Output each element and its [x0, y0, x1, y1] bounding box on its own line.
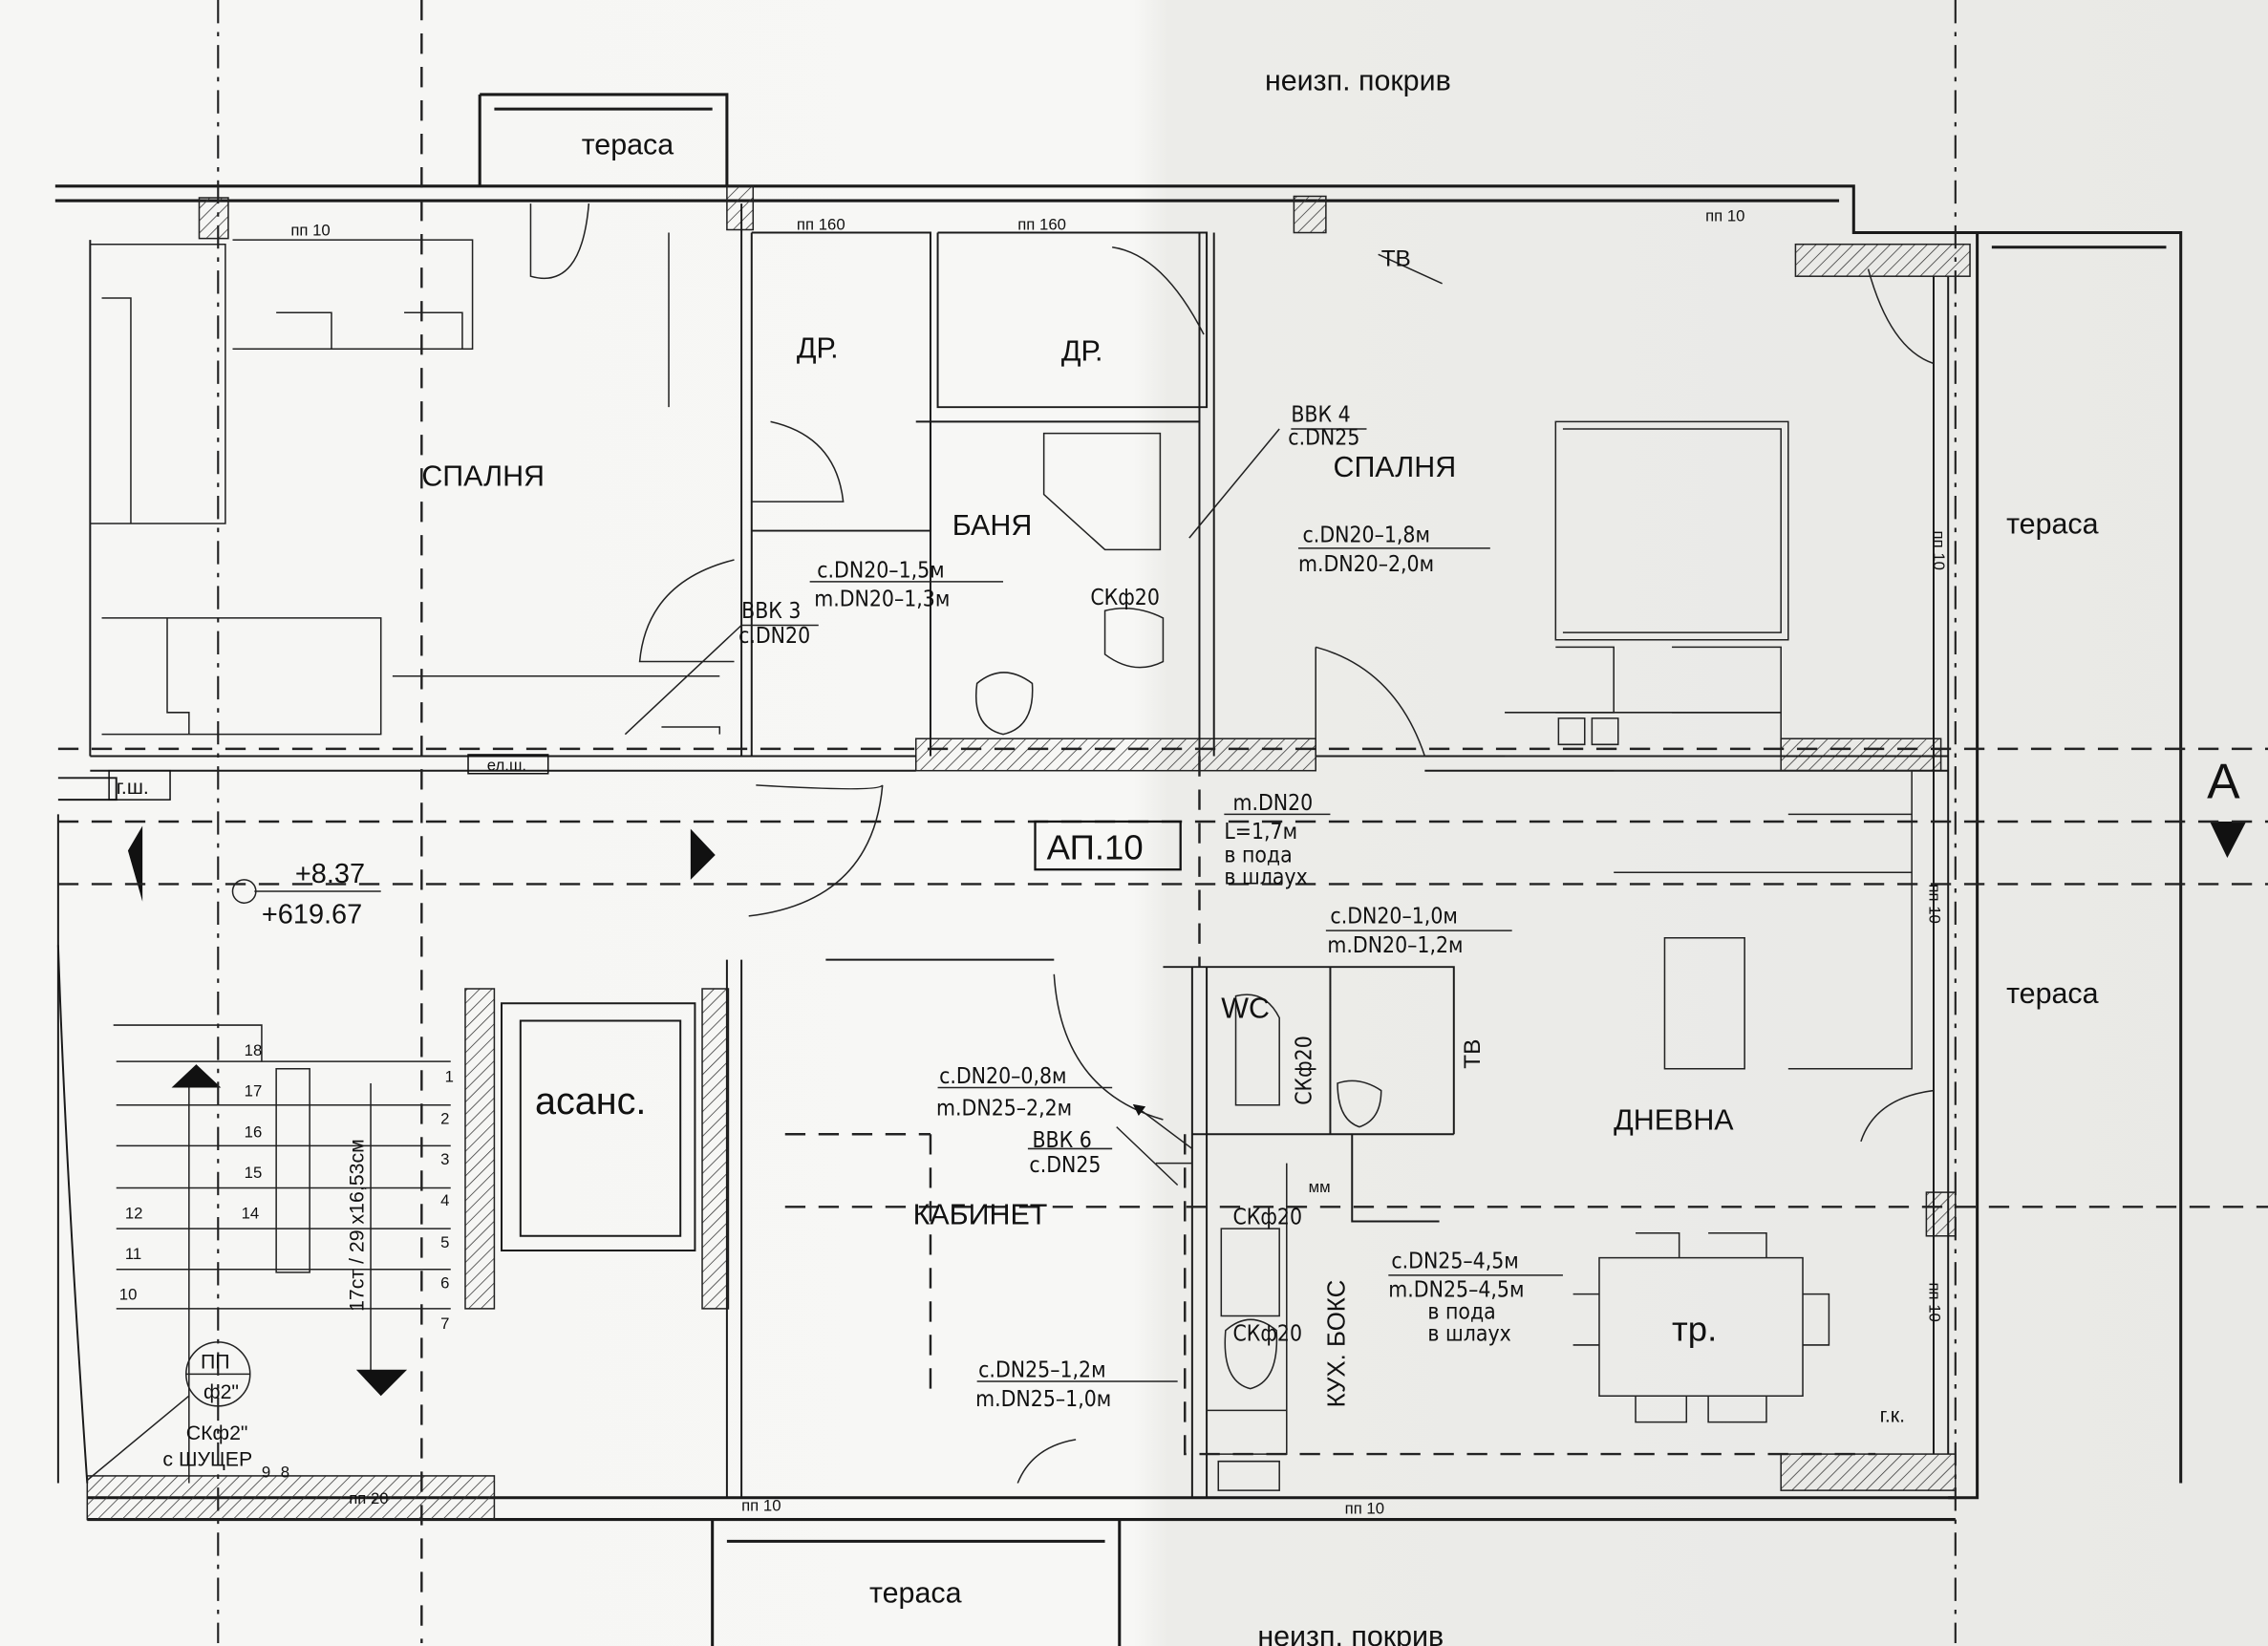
step-number: 12	[125, 1205, 143, 1223]
room-storage-left: ДР.	[797, 331, 839, 364]
electric-cabinet-label: ел.ш.	[487, 757, 526, 775]
interior-walls	[56, 203, 2247, 1498]
pipe-run-label: L=1,7м	[1224, 820, 1297, 844]
sill-label: пп 10	[290, 222, 330, 240]
level-absolute: +619.67	[262, 900, 362, 930]
hydrant-label: ПП	[201, 1350, 230, 1373]
staircase: 17ст / 29 х16,53см 18 17 16 15 14 12 11 …	[119, 1041, 454, 1481]
room-dining: тр.	[1672, 1309, 1717, 1348]
pipe-run-label: m.DN25–1,0м	[975, 1387, 1111, 1412]
riser-bbk6: ВВК 6	[1032, 1128, 1091, 1153]
apartment-label-box	[1034, 820, 1182, 871]
room-living: ДНЕВНА	[1614, 1104, 1734, 1137]
label-terrace-bottom: тераса	[869, 1576, 962, 1609]
riser-bbk3-size: c.DN20	[738, 624, 810, 649]
valve-label: СКф20	[1232, 1206, 1302, 1230]
riser-bbk4-size: c.DN25	[1288, 426, 1359, 451]
label-roof-top: неизп. покрив	[1265, 64, 1451, 96]
step-number: 10	[119, 1286, 138, 1304]
pipe-run-label: m.DN25–4,5м	[1388, 1278, 1524, 1303]
valve-label: СКф20	[1293, 1036, 1317, 1105]
step-number: 9	[262, 1463, 270, 1481]
gas-cabinet	[108, 769, 171, 801]
room-bedroom-right: СПАЛНЯ	[1333, 451, 1456, 483]
pipe-run-label: c.DN20–1,5м	[817, 558, 944, 583]
step-number: 17	[245, 1082, 263, 1101]
room-elevator: асанс.	[535, 1080, 646, 1122]
step-number: 2	[440, 1110, 449, 1128]
electric-cabinet	[467, 754, 549, 775]
step-number: 14	[242, 1205, 260, 1223]
sill-label: пп 10	[1705, 206, 1744, 224]
riser-bbk6-size: c.DN25	[1029, 1153, 1101, 1178]
exterior-walls	[54, 93, 2183, 1646]
valve-label: СКф20	[1090, 586, 1160, 610]
step-number: 4	[440, 1191, 449, 1209]
step-number: 7	[440, 1315, 449, 1333]
pipe-run-label: m.DN20–1,2м	[1327, 933, 1463, 958]
step-number: 6	[440, 1274, 449, 1293]
room-bedroom-left: СПАЛНЯ	[421, 460, 545, 492]
riser-bbk4: ВВК 4	[1291, 402, 1350, 427]
tv-outlet-living: ТВ	[1460, 1039, 1486, 1069]
pipe-run-label: m.DN20	[1232, 791, 1313, 816]
hydrant-fitting: с ШУЦЕР	[162, 1447, 252, 1470]
hydrant-size: ф2"	[203, 1380, 239, 1403]
tv-outlet-bedroom: ТВ	[1381, 246, 1411, 272]
level-relative: +8.37	[295, 859, 365, 889]
apartment-number: АП.10	[1047, 828, 1144, 867]
room-wc: WC	[1221, 992, 1270, 1024]
label-terrace-right-2: тераса	[2006, 977, 2099, 1010]
room-bathroom: БАНЯ	[952, 509, 1033, 542]
room-study: КАБИНЕТ	[913, 1199, 1048, 1231]
sill-label: пп 10	[741, 1496, 781, 1514]
pipe-run-label: в шлаух	[1224, 865, 1307, 889]
sill-label: пп 10	[1930, 531, 1948, 570]
room-kitchenette: КУХ. БОКС	[1324, 1280, 1351, 1408]
pipe-run-label: в пода	[1427, 1300, 1495, 1325]
pipe-run-label: c.DN25–4,5м	[1391, 1249, 1518, 1273]
label-terrace-right-1: тераса	[2006, 508, 2099, 541]
step-number: 18	[245, 1041, 263, 1059]
step-number: 1	[445, 1067, 454, 1085]
label-terrace-top: тераса	[582, 128, 674, 160]
pipe-run-label: c.DN20–1,0м	[1330, 905, 1457, 930]
room-storage-right: ДР.	[1061, 334, 1103, 367]
step-number: 16	[245, 1122, 263, 1141]
pipe-run-label: в пода	[1224, 844, 1292, 868]
step-number: 8	[281, 1463, 289, 1481]
riser-bbk3: ВВК 3	[741, 599, 801, 624]
pipe-run-label: c.DN20–1,8м	[1303, 524, 1430, 548]
sill-label: пп 10	[1345, 1499, 1384, 1517]
gas-cabinet-label: г.ш.	[117, 776, 149, 799]
pipe-run-label: m.DN20–1,3м	[814, 588, 950, 612]
step-number: 11	[125, 1245, 141, 1263]
step-number: 15	[245, 1164, 263, 1182]
pipe-run-label: m.DN20–2,0м	[1298, 552, 1434, 577]
step-number: 3	[440, 1150, 449, 1168]
hydrant-valve: СКф2"	[186, 1422, 248, 1444]
pipe-run-label: c.DN25–1,2м	[978, 1357, 1105, 1382]
grid-and-pipe-lines	[57, 0, 2268, 1643]
valve-label: СКф20	[1232, 1321, 1302, 1346]
stair-spec: 17ст / 29 х16,53см	[345, 1139, 368, 1312]
pipe-run-label: c.DN20–0,8м	[939, 1064, 1066, 1089]
pipe-run-label: в шлаух	[1427, 1321, 1510, 1346]
section-mark: А	[2207, 754, 2240, 809]
boiler-label: г.к.	[1880, 1404, 1905, 1427]
pipe-annotations: ВВК 3 c.DN20 ВВК 4 c.DN25 ВВК 6 c.DN25 c…	[738, 402, 1524, 1411]
sill-label: пп 160	[797, 215, 845, 233]
window-sill-labels: пп 10 пп 160 пп 160 пп 10 пп 10 пп 10 пп…	[290, 206, 1948, 1517]
meter-label: мм	[1309, 1178, 1331, 1196]
sill-label: пп 10	[1925, 884, 1943, 923]
step-number: 5	[440, 1233, 449, 1251]
pipe-run-label: m.DN25–2,2м	[936, 1096, 1072, 1121]
sill-label: пп 10	[1925, 1282, 1943, 1321]
sill-label: пп 20	[349, 1489, 388, 1507]
label-roof-bottom: неизп. покрив	[1257, 1620, 1444, 1646]
sill-label: пп 160	[1017, 215, 1066, 233]
